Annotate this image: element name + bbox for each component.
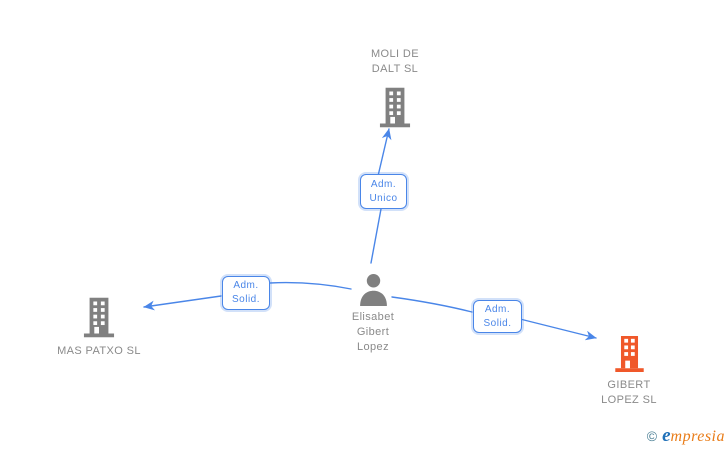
building-icon (83, 297, 115, 338)
company-node-gibert-lopez[interactable]: GIBERT LOPEZ SL (559, 336, 699, 408)
company-node-moli-de-dalt[interactable]: MOLI DE DALT SL (325, 47, 465, 128)
person-node-elisabet-gibert-lopez[interactable]: Elisabet Gibert Lopez (303, 273, 443, 355)
copyright-icon: © (646, 428, 658, 444)
empresia-logo[interactable]: © e mpresia (647, 425, 725, 447)
company-name: MAS PATXO SL (57, 345, 141, 357)
company-node-mas-patxo[interactable]: MAS PATXO SL (29, 297, 169, 359)
person-icon (359, 274, 387, 306)
brand-initial: e (662, 425, 671, 446)
edge-label-adm-solid-right[interactable]: Adm. Solid. (473, 300, 522, 333)
edge-label-adm-unico[interactable]: Adm. Unico (360, 174, 407, 209)
edge-person-moli-lower (370, 208, 382, 264)
edge-person-mas-upper (143, 295, 222, 311)
person-name: Elisabet Gibert Lopez (351, 311, 395, 353)
company-name: GIBERT LOPEZ SL (601, 379, 657, 406)
brand-name: mpresia (670, 428, 725, 445)
edge-person-gibert-lower (391, 296, 473, 313)
building-icon (379, 87, 411, 128)
company-name: MOLI DE DALT SL (370, 48, 420, 75)
building-icon-orange (614, 336, 644, 372)
edge-person-moli-upper (377, 128, 392, 177)
edge-label-adm-solid-left[interactable]: Adm. Solid. (222, 276, 270, 310)
edge-person-gibert-upper (519, 318, 597, 341)
edge-person-mas-lower (269, 281, 352, 290)
